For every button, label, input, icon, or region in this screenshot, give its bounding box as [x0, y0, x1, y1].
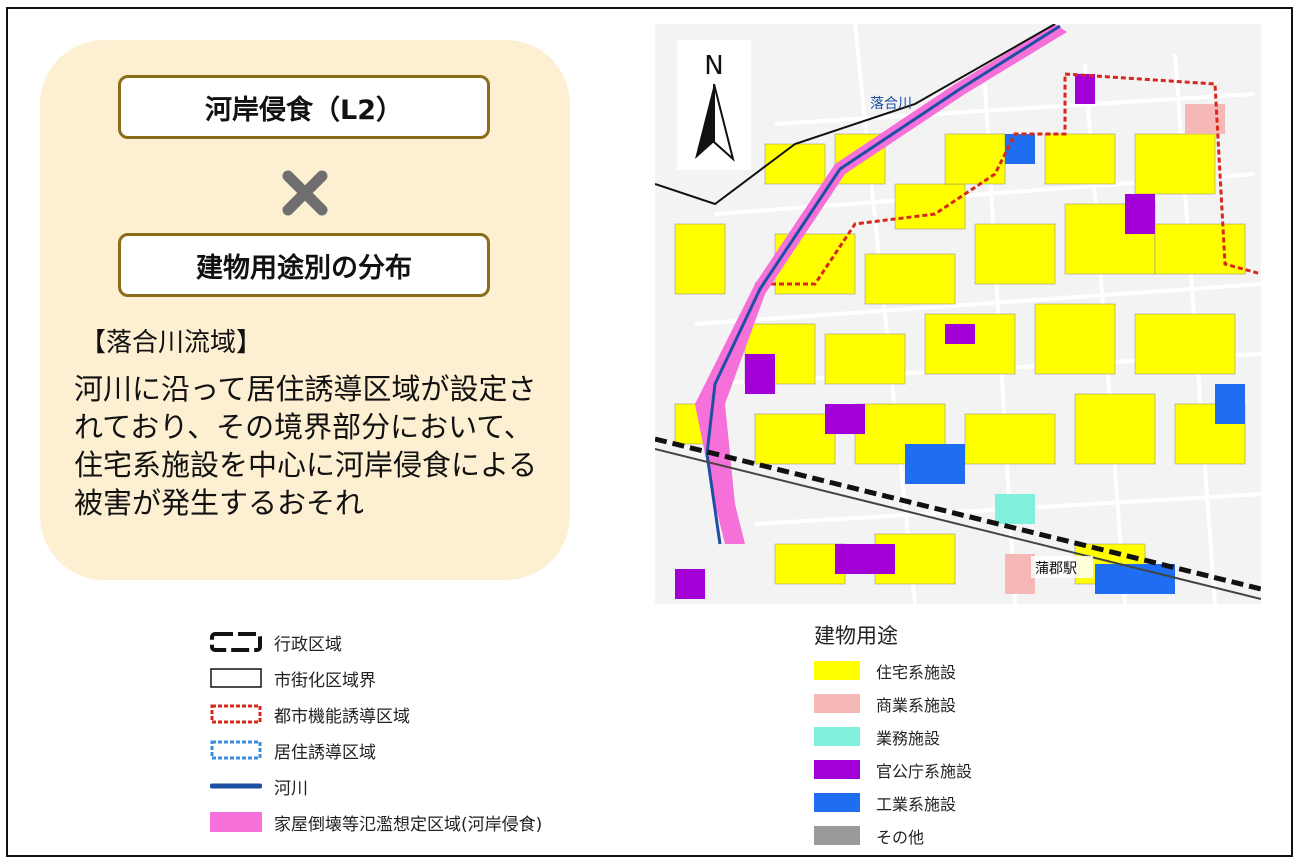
legend-label-use-other: その他	[876, 827, 925, 847]
legend-label-river: 河川	[274, 778, 308, 799]
admin-boundary	[655, 436, 1261, 592]
river-line-icon	[210, 783, 262, 789]
urban-function-zone-outline	[755, 72, 1261, 286]
legend-row-urban-function: 都市機能誘導区域	[210, 696, 542, 732]
north-arrow-icon	[677, 40, 751, 170]
legend-row-use-commercial: 商業系施設	[814, 687, 972, 720]
building-use-title-box: 建物用途別の分布	[118, 233, 490, 297]
river-name-label: 落合川	[870, 96, 912, 112]
urban-function-zone-icon	[210, 704, 262, 724]
commercial-swatch	[814, 694, 860, 713]
erosion-zone-icon	[210, 812, 262, 832]
info-panel: 河岸侵食（L2） 建物用途別の分布 【落合川流域】 河川に沿って居住誘導区域が設…	[40, 40, 570, 580]
legend-label-admin: 行政区域	[274, 634, 342, 655]
legend-label-use-business: 業務施設	[876, 728, 941, 748]
business-swatch	[814, 727, 860, 746]
residential-zone-icon	[210, 740, 262, 760]
legend-row-use-industrial: 工業系施設	[814, 786, 972, 819]
hazard-title-box: 河岸侵食（L2）	[118, 75, 490, 139]
description-text: 河川に沿って居住誘導区域が設定されており、その境界部分において、住宅系施設を中心…	[74, 372, 538, 520]
station-label: 蒲郡駅	[1035, 561, 1077, 577]
multiply-icon	[282, 170, 328, 216]
admin-boundary-icon	[210, 632, 262, 652]
legend-row-residential: 居住誘導区域	[210, 732, 542, 768]
legend-row-use-government: 官公庁系施設	[814, 753, 972, 786]
urbanization-boundary	[655, 24, 1056, 206]
legend-row-use-other: その他	[814, 819, 972, 852]
building-cluster-other-uses	[675, 74, 1245, 599]
legend-label-use-commercial: 商業系施設	[876, 695, 957, 715]
legend-label-use-residential: 住宅系施設	[876, 662, 957, 682]
legend-label-residential: 居住誘導区域	[274, 742, 376, 763]
legend-row-urbanization: 市街化区域界	[210, 660, 542, 696]
north-label: N	[704, 51, 723, 81]
legend-label-use-government: 官公庁系施設	[876, 761, 973, 781]
boundary-legend: 行政区域 市街化区域界 都市機能誘導区域 居住誘導区域 河川 家屋倒壊等氾濫想定…	[210, 624, 542, 840]
legend-label-urban-function: 都市機能誘導区域	[274, 706, 410, 727]
railway-line	[655, 448, 1261, 600]
legend-label-erosion: 家屋倒壊等氾濫想定区域(河岸侵食)	[274, 814, 543, 835]
building-use-map: N 落合川 蒲郡駅	[655, 24, 1261, 604]
legend-row-river: 河川	[210, 768, 542, 804]
figure-frame	[6, 7, 1293, 857]
erosion-zone-band	[695, 24, 1067, 544]
building-use-legend: 建物用途 住宅系施設 商業系施設 業務施設 官公庁系施設 工業系施設 その他	[814, 620, 972, 852]
legend-label-urbanization: 市街化区域界	[274, 670, 376, 691]
region-label: 【落合川流域】	[80, 328, 263, 358]
residential-swatch	[814, 661, 860, 680]
other-swatch	[814, 826, 860, 845]
legend-row-admin: 行政区域	[210, 624, 542, 660]
government-swatch	[814, 760, 860, 779]
legend-row-use-residential: 住宅系施設	[814, 654, 972, 687]
urbanization-boundary-icon	[210, 668, 262, 688]
legend-row-use-business: 業務施設	[814, 720, 972, 753]
building-use-legend-title: 建物用途	[814, 624, 898, 648]
legend-row-erosion: 家屋倒壊等氾濫想定区域(河岸侵食)	[210, 804, 542, 840]
legend-label-use-industrial: 工業系施設	[876, 794, 957, 814]
industrial-swatch	[814, 793, 860, 812]
